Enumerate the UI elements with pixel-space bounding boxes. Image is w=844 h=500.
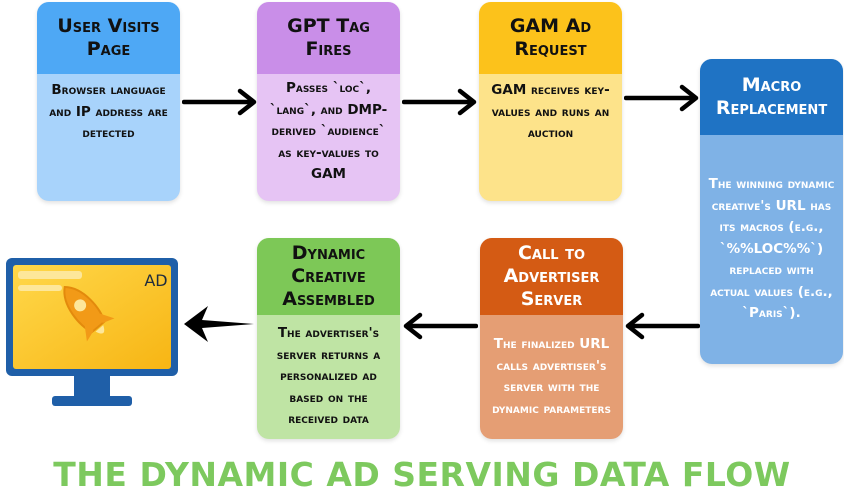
step-body: The advertiser's server returns a person… — [276, 325, 381, 428]
monitor-ad-icon: AD — [6, 258, 178, 406]
page-title: THE DYNAMIC AD SERVING DATA FLOW — [53, 455, 791, 494]
step-header: GAM Ad Request — [479, 2, 622, 74]
step-dynamic-creative-assembled: Dynamic Creative Assembled The advertise… — [257, 238, 400, 439]
step-body: GAM receives key-values and runs an auct… — [491, 82, 610, 141]
step-body: The winning dynamic creative's URL has i… — [708, 176, 835, 322]
step-body: Browser language and IP address are dete… — [49, 82, 168, 141]
step-user-visits-page: User Visits Page Browser language and IP… — [37, 2, 180, 201]
step-header: Call to Advertiser Server — [480, 238, 623, 315]
arrow-right-icon — [624, 84, 699, 112]
step-gam-ad-request: GAM Ad Request GAM receives key-values a… — [479, 2, 622, 201]
step-gpt-tag-fires: GPT Tag Fires Passes `loc`, `lang`, and … — [257, 2, 400, 201]
arrow-right-icon — [402, 88, 477, 116]
step-call-advertiser-server: Call to Advertiser Server The finalized … — [480, 238, 623, 439]
arrow-left-icon — [184, 306, 254, 342]
ad-label: AD — [144, 271, 167, 290]
step-header: Dynamic Creative Assembled — [257, 238, 400, 315]
step-header: User Visits Page — [37, 2, 180, 74]
step-body: The finalized URL calls advertiser's ser… — [492, 336, 611, 417]
arrow-left-icon — [625, 312, 700, 340]
step-header: GPT Tag Fires — [257, 2, 400, 74]
arrow-right-icon — [182, 88, 257, 116]
step-macro-replacement: Macro Replacement The winning dynamic cr… — [700, 59, 843, 364]
step-body: Passes `loc`, `lang`, and DMP-derived `a… — [269, 80, 388, 182]
step-header: Macro Replacement — [700, 59, 843, 135]
arrow-left-icon — [403, 312, 478, 340]
